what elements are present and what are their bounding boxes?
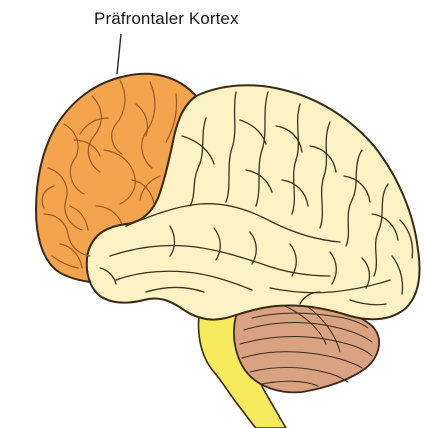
label-leader-line: [117, 34, 121, 74]
